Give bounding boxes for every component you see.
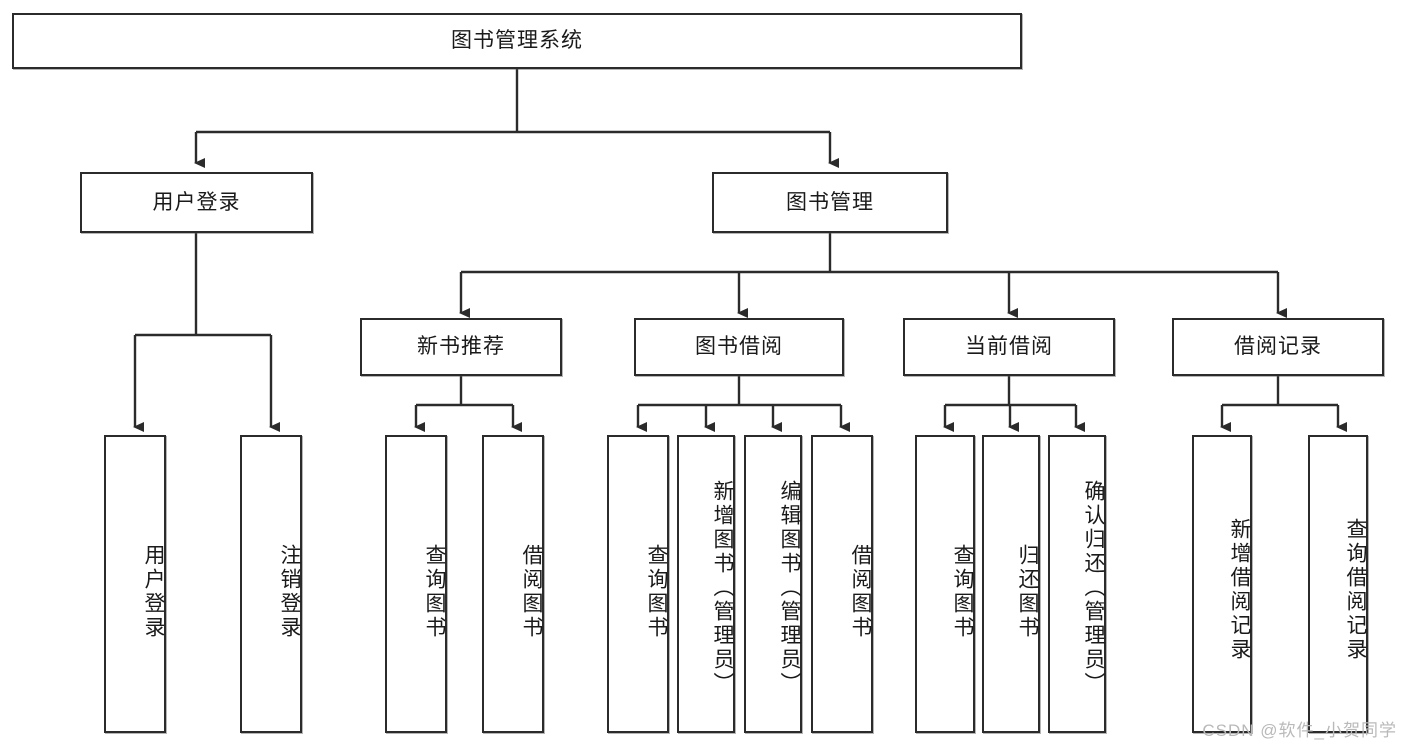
node-leaf-user-login-label: 用户登录 — [142, 544, 165, 640]
node-leaf-query-record-label: 查询借阅记录 — [1344, 518, 1367, 662]
node-borrow-record[interactable]: 借阅记录 — [1172, 318, 1384, 376]
node-new-book-rec[interactable]: 新书推荐 — [360, 318, 562, 376]
node-book-manage-label: 图书管理 — [786, 190, 874, 214]
node-root-label: 图书管理系统 — [451, 29, 583, 53]
node-book-manage[interactable]: 图书管理 — [712, 172, 948, 233]
watermark: CSDN @软件_小贺同学 — [1202, 721, 1397, 740]
node-leaf-user-logout-label: 注销登录 — [278, 544, 301, 640]
node-leaf-query-book-3-label: 查询图书 — [951, 544, 974, 640]
node-leaf-query-book-3[interactable]: 查询图书 — [915, 435, 975, 733]
node-leaf-confirm-return-label: 确认归还（管理员） — [1082, 480, 1105, 696]
node-user-login[interactable]: 用户登录 — [80, 172, 313, 233]
node-leaf-return-book[interactable]: 归还图书 — [982, 435, 1040, 733]
node-borrow-record-label: 借阅记录 — [1234, 335, 1322, 359]
node-leaf-borrow-book-2[interactable]: 借阅图书 — [811, 435, 873, 733]
node-leaf-user-logout[interactable]: 注销登录 — [240, 435, 302, 733]
node-leaf-query-book-1[interactable]: 查询图书 — [385, 435, 447, 733]
node-leaf-user-login[interactable]: 用户登录 — [104, 435, 166, 733]
node-user-login-label: 用户登录 — [152, 190, 241, 214]
node-current-borrow-label: 当前借阅 — [965, 335, 1053, 359]
node-leaf-borrow-book-1[interactable]: 借阅图书 — [482, 435, 544, 733]
node-leaf-edit-book[interactable]: 编辑图书（管理员） — [744, 435, 802, 733]
node-root[interactable]: 图书管理系统 — [12, 13, 1022, 69]
node-leaf-query-book-2-label: 查询图书 — [645, 544, 668, 640]
node-current-borrow[interactable]: 当前借阅 — [903, 318, 1115, 376]
node-leaf-add-book[interactable]: 新增图书（管理员） — [677, 435, 735, 733]
node-leaf-borrow-book-2-label: 借阅图书 — [849, 544, 872, 640]
node-book-borrow[interactable]: 图书借阅 — [634, 318, 844, 376]
node-book-borrow-label: 图书借阅 — [695, 335, 783, 359]
node-leaf-add-book-label: 新增图书（管理员） — [711, 480, 734, 696]
node-leaf-query-book-2[interactable]: 查询图书 — [607, 435, 669, 733]
node-leaf-query-record[interactable]: 查询借阅记录 — [1308, 435, 1368, 733]
node-leaf-query-book-1-label: 查询图书 — [423, 544, 446, 640]
node-leaf-add-record-label: 新增借阅记录 — [1228, 518, 1251, 662]
node-leaf-edit-book-label: 编辑图书（管理员） — [778, 480, 801, 696]
node-new-book-rec-label: 新书推荐 — [417, 335, 505, 359]
node-leaf-add-record[interactable]: 新增借阅记录 — [1192, 435, 1252, 733]
node-leaf-confirm-return[interactable]: 确认归还（管理员） — [1048, 435, 1106, 733]
node-leaf-return-book-label: 归还图书 — [1016, 544, 1039, 640]
node-leaf-borrow-book-1-label: 借阅图书 — [520, 544, 543, 640]
